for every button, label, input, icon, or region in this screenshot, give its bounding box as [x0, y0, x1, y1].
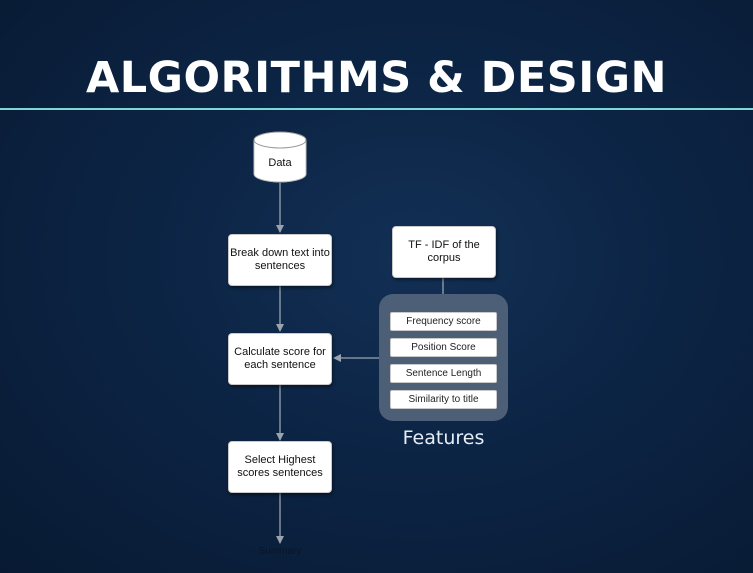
slide-title: ALGORITHMS & DESIGN — [86, 53, 667, 103]
step-break-label: Break down text into sentences — [230, 247, 330, 272]
feature-position-score: Position Score — [390, 338, 497, 357]
data-node-label: Data — [268, 157, 292, 169]
features-label: Features — [402, 427, 485, 449]
feature-frequency-score: Frequency score — [390, 312, 497, 331]
tfidf-label: TF - IDF of the corpus — [408, 239, 480, 264]
feature-sentence-length: Sentence Length — [390, 364, 497, 383]
summary-label: Summary — [258, 546, 302, 557]
title-divider — [0, 108, 753, 110]
step-select-label: Select Highest scores sentences — [237, 454, 323, 479]
step-break-sentences: Break down text into sentences — [228, 234, 332, 286]
feature-similarity-title: Similarity to title — [390, 390, 497, 409]
step-select-highest: Select Highest scores sentences — [228, 441, 332, 493]
data-cylinder-icon: Data — [253, 131, 307, 183]
tfidf-node: TF - IDF of the corpus — [392, 226, 496, 278]
step-calculate-score: Calculate score for each sentence — [228, 333, 332, 385]
step-score-label: Calculate score for each sentence — [234, 346, 326, 371]
